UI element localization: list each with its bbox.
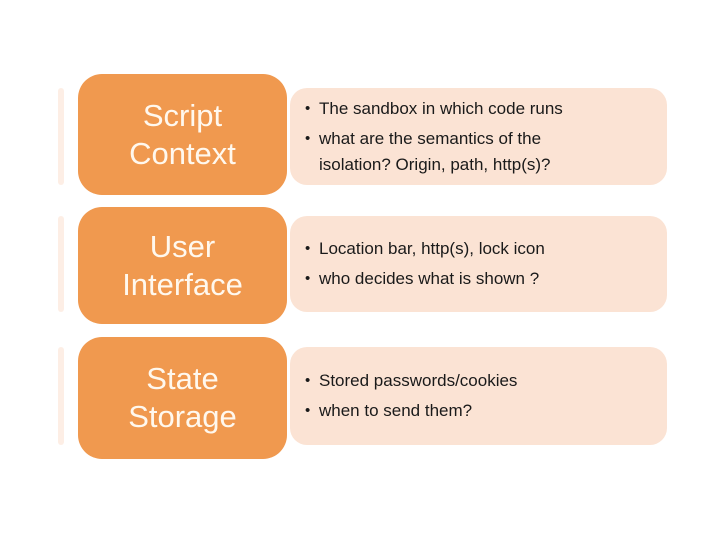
topic-title-line: Storage xyxy=(128,399,237,434)
detail-box-script-context: • The sandbox in which code runs • what … xyxy=(290,88,667,185)
bullet-item: • when to send them? xyxy=(305,398,651,424)
bullet-item: • what are the semantics of the isolatio… xyxy=(305,126,651,178)
bullet-text: who decides what is shown ? xyxy=(319,269,540,288)
topic-title-line: State xyxy=(146,361,219,396)
topic-title-line: User xyxy=(149,228,216,264)
bullet-text: Stored passwords/cookies xyxy=(319,371,518,390)
pink-edge-accent xyxy=(58,88,64,185)
bullet-item: • Location bar, http(s), lock icon xyxy=(305,236,651,262)
bullet-dot-icon: • xyxy=(305,402,311,419)
topic-box-script-context: Script Context xyxy=(78,74,287,195)
bullet-dot-icon: • xyxy=(305,240,311,257)
topic-box-state-storage: State Storage xyxy=(78,337,287,459)
topic-title-line: Script xyxy=(142,97,223,133)
topic-box-user-interface: User Interface xyxy=(78,207,287,324)
bullet-text: when to send them? xyxy=(319,401,473,420)
bullet-text: Location bar, http(s), lock icon xyxy=(319,239,545,258)
bullet-item: • The sandbox in which code runs xyxy=(305,96,651,122)
bullet-dot-icon: • xyxy=(305,372,311,389)
bullet-item: • who decides what is shown ? xyxy=(305,266,651,292)
detail-box-state-storage: • Stored passwords/cookies • when to sen… xyxy=(290,347,667,445)
pink-edge-accent xyxy=(58,347,64,445)
pink-edge-accent xyxy=(58,216,64,312)
bullet-dot-icon: • xyxy=(305,99,311,117)
bullet-item: • Stored passwords/cookies xyxy=(305,368,651,394)
topic-title-line: Interface xyxy=(122,266,243,302)
detail-box-user-interface: • Location bar, http(s), lock icon • who… xyxy=(290,216,667,312)
bullet-text: what are the semantics of the isolation?… xyxy=(319,128,551,174)
topic-title-line: Context xyxy=(129,135,236,171)
bullet-dot-icon: • xyxy=(305,270,311,287)
bullet-dot-icon: • xyxy=(305,129,311,147)
bullet-text: The sandbox in which code runs xyxy=(319,98,563,118)
